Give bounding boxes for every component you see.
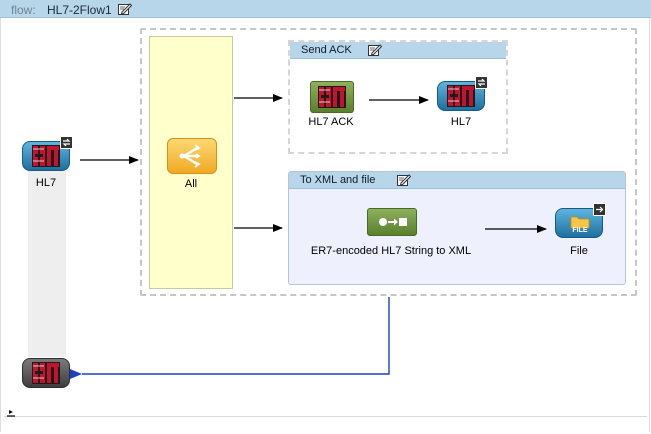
bottom-separator [4, 416, 647, 417]
flow-canvas [0, 18, 650, 432]
hl7-outbound-endpoint[interactable] [437, 76, 488, 111]
scope-send-ack-header: Send ACK [290, 42, 506, 59]
file-endpoint-icon [570, 216, 590, 229]
source-lane [28, 171, 66, 357]
hl7-outbound-label: HL7 [450, 116, 472, 128]
file-icon-text: FILE [572, 227, 588, 234]
file-label: File [570, 245, 588, 257]
exchange-pattern-icon [60, 136, 73, 149]
scope-to-xml-title[interactable]: To XML and file [300, 174, 376, 186]
connector-response-return [70, 297, 390, 379]
exchange-pattern-icon [475, 76, 488, 89]
er7-to-xml-transformer[interactable] [367, 208, 417, 236]
flow-header: flow: HL7-2Flow1 [0, 0, 651, 18]
scope-send-ack: Send ACK [288, 40, 508, 154]
file-outbound-endpoint[interactable]: FILE [555, 203, 606, 238]
collapse-toggle-icon[interactable] [6, 408, 16, 417]
flow-name[interactable]: HL7-2Flow1 [47, 3, 112, 17]
router-label: All [184, 178, 198, 190]
hl7-ack-label: HL7 ACK [308, 116, 354, 128]
transformer-icon [379, 218, 407, 226]
scope-to-xml-header: To XML and file [289, 172, 625, 189]
er7-to-xml-label: ER7-encoded HL7 String to XML [310, 245, 472, 257]
response-hl7-endpoint[interactable] [22, 358, 70, 388]
exchange-pattern-icon [593, 203, 606, 216]
hl7-ack-step[interactable] [310, 81, 354, 113]
scatter-gather-icon [179, 144, 201, 168]
scatter-gather-router[interactable] [167, 138, 217, 174]
source-hl7-endpoint[interactable] [22, 136, 73, 171]
scatter-gather-group [140, 28, 637, 296]
scope-send-ack-title[interactable]: Send ACK [301, 44, 352, 56]
source-label: HL7 [35, 177, 57, 189]
flow-label: flow: [11, 3, 36, 17]
